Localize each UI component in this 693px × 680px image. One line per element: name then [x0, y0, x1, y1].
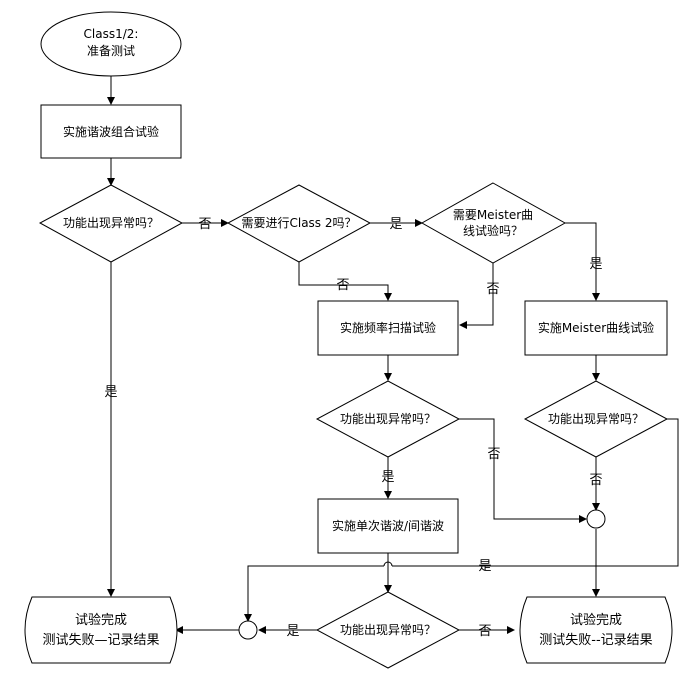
decision-function-2-label: 功能出现异常吗？ [340, 412, 436, 426]
label-decision3-yes: 是 [478, 559, 491, 574]
decision-meister: 需要Meister曲 线试验吗？ [420, 182, 567, 264]
harmonic-test-label: 实施谐波组合试验 [63, 124, 159, 139]
decision-function-4-label: 功能出现异常吗？ [340, 623, 436, 637]
label-decision2-yes: 是 [381, 470, 394, 485]
decision-function-1-label: 功能出现异常吗？ [63, 216, 159, 230]
label-decision1-no: 否 [198, 217, 211, 232]
single-harmonic-label: 实施单次谐波/间谐波 [332, 518, 444, 533]
connectors [107, 76, 679, 634]
decision-meister-line2: 线试验吗？ [463, 223, 523, 238]
single-harmonic-box: 实施单次谐波/间谐波 [317, 498, 459, 554]
decision-class2-label: 需要进行Class 2吗？ [241, 216, 356, 230]
end-node-right: 试验完成 测试失败--记录结果 [519, 596, 673, 664]
decision-meister-line1: 需要Meister曲 [453, 208, 533, 222]
label-meister-no: 否 [486, 282, 499, 297]
freq-sweep-label: 实施频率扫描试验 [340, 320, 436, 335]
start-node: Class1/2: 准备测试 [40, 11, 182, 77]
label-decision4-no: 否 [478, 624, 491, 639]
label-decision1-yes: 是 [104, 385, 117, 400]
line-decision3-yes-a [392, 418, 679, 567]
label-decision2-no: 否 [487, 447, 500, 462]
arrow-class2-no [298, 262, 392, 301]
decision-function-3: 功能出现异常吗？ [523, 380, 669, 458]
junction-right [586, 509, 606, 529]
freq-sweep-box: 实施频率扫描试验 [317, 300, 459, 356]
end-left-line1: 试验完成 [75, 612, 127, 628]
arrow-decision2-no [459, 418, 587, 523]
end-left-line2: 测试失败—记录结果 [42, 633, 159, 648]
label-decision3-no: 否 [589, 473, 602, 488]
line-decision3-yes-b [244, 565, 384, 622]
end-right-line2: 测试失败--记录结果 [539, 633, 652, 648]
line-hop [383, 561, 393, 567]
meister-test-box: 实施Meister曲线试验 [524, 300, 668, 356]
label-meister-yes: 是 [589, 257, 602, 272]
label-decision4-yes: 是 [286, 624, 299, 639]
decision-function-4: 功能出现异常吗？ [315, 591, 461, 669]
decision-function-2: 功能出现异常吗？ [315, 380, 461, 458]
decision-function-1: 功能出现异常吗？ [38, 184, 184, 263]
edge-labels: 否 是 否 否 是 是 是 否 否 是 是 否 [104, 217, 602, 639]
decision-class2: 需要进行Class 2吗？ [226, 184, 372, 263]
arrow-meister-yes [565, 222, 600, 301]
decision-function-3-label: 功能出现异常吗？ [548, 412, 644, 426]
start-line2: 准备测试 [87, 43, 135, 58]
label-class2-no: 否 [336, 278, 349, 293]
harmonic-test-box: 实施谐波组合试验 [40, 104, 182, 159]
end-right-line1: 试验完成 [570, 612, 622, 628]
end-node-left: 试验完成 测试失败—记录结果 [24, 596, 178, 664]
junction-left [238, 620, 258, 640]
start-line1: Class1/2: [84, 27, 139, 41]
arrow-meister-no [459, 263, 494, 329]
meister-test-label: 实施Meister曲线试验 [538, 320, 654, 335]
label-class2-yes: 是 [389, 217, 402, 232]
